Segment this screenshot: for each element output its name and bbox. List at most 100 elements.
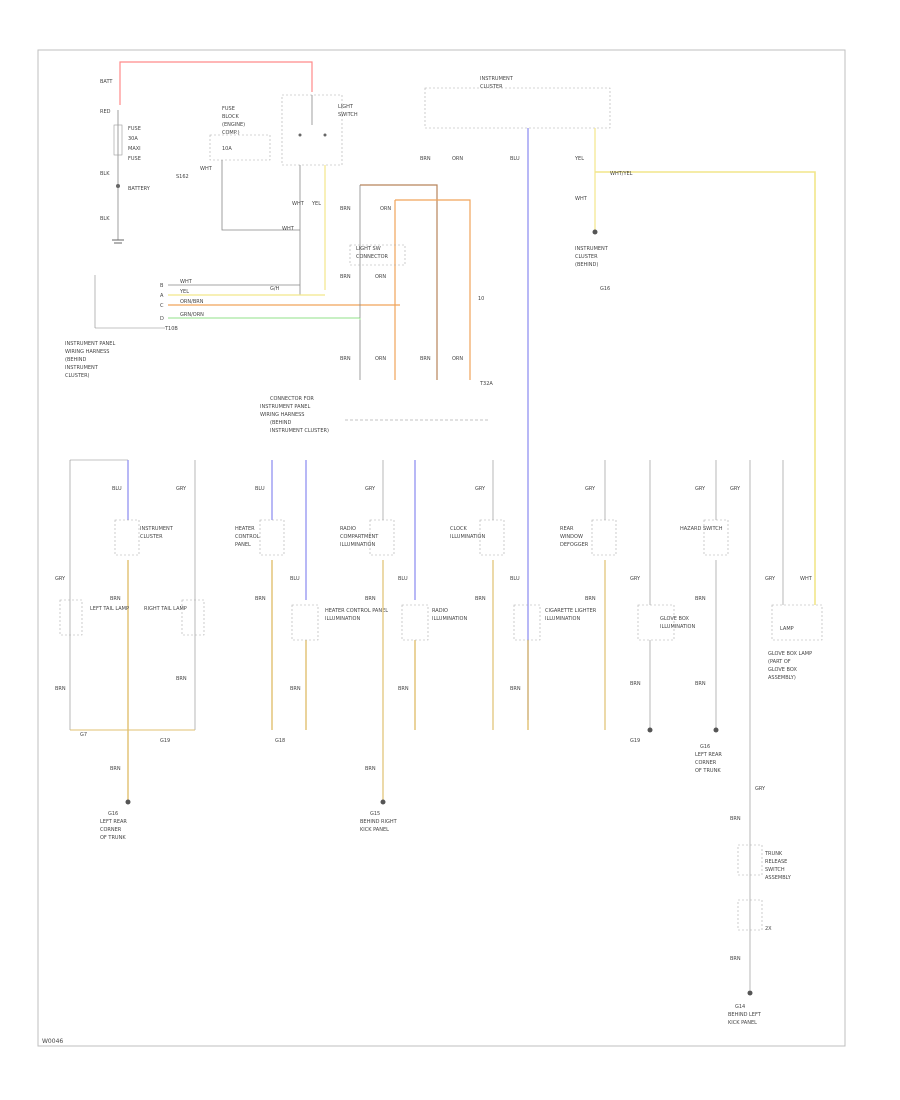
svg-text:COMPARTMENT: COMPARTMENT [340, 534, 379, 540]
svg-text:CONNECTOR FOR: CONNECTOR FOR [270, 396, 314, 402]
label-s162: S162 [176, 174, 189, 180]
svg-text:G15: G15 [370, 811, 380, 817]
svg-text:B: B [160, 283, 164, 289]
label-radio: RADIO [432, 608, 448, 614]
svg-text:2X: 2X [765, 926, 772, 932]
svg-text:FUSE: FUSE [128, 156, 141, 162]
svg-text:COMP.): COMP.) [222, 130, 240, 136]
label-battery: BATTERY [128, 186, 151, 192]
svg-text:WIRING HARNESS: WIRING HARNESS [65, 349, 109, 355]
svg-text:WHT: WHT [575, 196, 588, 202]
svg-text:CLUSTER: CLUSTER [140, 534, 163, 540]
svg-text:RELEASE: RELEASE [765, 859, 787, 865]
harness-connector: B A C D WHT YEL ORN/BRN GRN/ORN T10B G/H… [65, 275, 400, 379]
label-heater: HEATER CONTROL PANEL [325, 608, 388, 614]
svg-text:G19: G19 [630, 738, 640, 744]
label-red: RED [100, 109, 111, 115]
svg-text:ORN: ORN [452, 356, 463, 362]
wire-red [119, 61, 313, 105]
svg-text:RADIO: RADIO [340, 526, 356, 532]
svg-text:INSTRUMENT: INSTRUMENT [140, 526, 174, 532]
svg-text:BRN: BRN [365, 766, 376, 772]
svg-text:INSTRUMENT: INSTRUMENT [575, 246, 609, 252]
svg-text:LEFT REAR: LEFT REAR [695, 752, 722, 758]
svg-text:GRY: GRY [630, 576, 641, 582]
svg-text:CLUSTER): CLUSTER) [65, 373, 90, 379]
svg-text:ILLUMINATION: ILLUMINATION [450, 534, 485, 540]
svg-text:INSTRUMENT: INSTRUMENT [65, 365, 99, 371]
svg-text:GLOVE BOX LAMP: GLOVE BOX LAMP [768, 651, 812, 657]
svg-text:FUSE: FUSE [222, 106, 235, 112]
svg-text:WHT/YEL: WHT/YEL [610, 171, 633, 177]
svg-text:LIGHT SW: LIGHT SW [356, 246, 381, 252]
svg-text:BRN: BRN [398, 686, 409, 692]
svg-text:CORNER: CORNER [100, 827, 122, 833]
column-radio: RADIO COMPARTMENT ILLUMINATION RADIO ILL… [340, 460, 467, 833]
svg-text:WHT: WHT [200, 166, 213, 172]
svg-text:BEHIND RIGHT: BEHIND RIGHT [360, 819, 398, 825]
svg-text:GRY: GRY [765, 576, 776, 582]
svg-text:T10B: T10B [164, 326, 178, 332]
svg-text:BLU: BLU [510, 156, 520, 162]
svg-text:KICK PANEL: KICK PANEL [360, 827, 389, 833]
svg-text:ASSEMBLY: ASSEMBLY [765, 875, 792, 881]
svg-text:ILLUMINATION: ILLUMINATION [545, 616, 580, 622]
svg-text:KICK PANEL: KICK PANEL [728, 1020, 757, 1026]
fuse-symbol [113, 124, 123, 156]
svg-text:GLOVE BOX: GLOVE BOX [768, 667, 797, 673]
svg-text:BRN: BRN [340, 206, 351, 212]
svg-text:A: A [160, 293, 164, 299]
svg-text:WHT: WHT [292, 201, 305, 207]
svg-text:INSTRUMENT: INSTRUMENT [480, 76, 514, 82]
svg-text:G16: G16 [700, 744, 710, 750]
svg-text:WIRING HARNESS: WIRING HARNESS [260, 412, 304, 418]
column-hazard: HAZARD SWITCH GRY GRY BRN BRN G16 LEFT R… [680, 460, 792, 1026]
svg-text:ILLUMINATION: ILLUMINATION [432, 616, 467, 622]
footer-code: W0046 [42, 1038, 63, 1045]
column-clock: CLOCK ILLUMINATION CIGARETTE LIGHTER ILL… [450, 460, 597, 730]
svg-text:BRN: BRN [290, 686, 301, 692]
svg-text:BLK: BLK [100, 216, 110, 222]
column-heater: HEATER CONTROL PANEL HEATER CONTROL PANE… [235, 460, 388, 744]
label-cig: CIGARETTE LIGHTER [545, 608, 597, 614]
svg-text:CORNER: CORNER [695, 760, 717, 766]
svg-text:BRN: BRN [340, 274, 351, 280]
svg-text:SWITCH: SWITCH [338, 112, 358, 118]
svg-text:10A: 10A [222, 146, 232, 152]
svg-text:G/H: G/H [270, 286, 280, 292]
svg-text:BRN: BRN [475, 596, 486, 602]
svg-text:ILLUMINATION: ILLUMINATION [340, 542, 375, 548]
svg-text:BRN: BRN [176, 676, 187, 682]
middle-connectors: BRN ORN LIGHT SW CONNECTOR BRN ORN BRN O… [340, 156, 493, 387]
svg-text:OF TRUNK: OF TRUNK [695, 768, 721, 774]
svg-text:BLU: BLU [255, 486, 265, 492]
svg-text:G16: G16 [108, 811, 118, 817]
svg-text:WHT: WHT [800, 576, 813, 582]
svg-text:WINDOW: WINDOW [560, 534, 583, 540]
svg-text:TRUNK: TRUNK [764, 851, 783, 857]
svg-text:(BEHIND: (BEHIND [270, 420, 292, 426]
svg-text:BRN: BRN [420, 356, 431, 362]
diagram-border [37, 49, 846, 1047]
svg-text:GRY: GRY [55, 576, 66, 582]
svg-text:BLU: BLU [290, 576, 300, 582]
svg-text:CONNECTOR: CONNECTOR [356, 254, 389, 260]
column-tail-lamps: INSTRUMENT CLUSTER LEFT TAIL LAMP RIGHT … [55, 459, 205, 841]
svg-text:BEHIND LEFT: BEHIND LEFT [728, 1012, 762, 1018]
svg-text:YEL: YEL [311, 201, 321, 207]
svg-text:DEFOGGER: DEFOGGER [560, 542, 589, 548]
svg-text:ILLUMINATION: ILLUMINATION [325, 616, 360, 622]
svg-text:BLU: BLU [510, 576, 520, 582]
svg-text:D: D [160, 316, 164, 322]
svg-text:ILLUMINATION: ILLUMINATION [660, 624, 695, 630]
top-junction: INSTRUMENT CLUSTER BLU YEL WHT/YEL WHT I… [424, 76, 816, 720]
svg-text:BRN: BRN [55, 686, 66, 692]
label-clock: CLOCK [450, 526, 468, 532]
svg-text:LIGHT: LIGHT [338, 104, 354, 110]
svg-text:REAR: REAR [560, 526, 574, 532]
svg-text:G7: G7 [80, 732, 87, 738]
column-right: LAMP GRY WHT GLOVE BOX LAMP (PART OF GLO… [765, 460, 823, 681]
svg-text:BRN: BRN [730, 956, 741, 962]
svg-text:ASSEMBLY): ASSEMBLY) [768, 675, 796, 681]
